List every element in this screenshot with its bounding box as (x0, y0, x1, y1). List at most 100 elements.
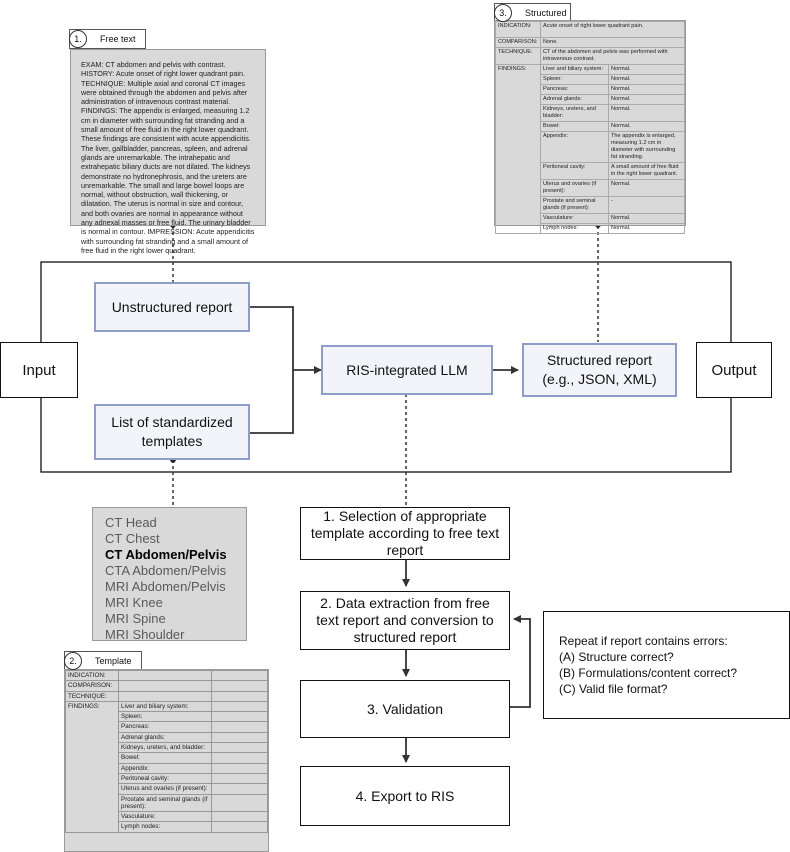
finding-name: Lymph nodes: (540, 223, 609, 234)
step-4-box: 4. Export to RIS (300, 766, 510, 826)
finding-name: Pancreas: (540, 84, 609, 95)
template-list-item-selected: CT Abdomen/Pelvis (105, 547, 227, 562)
template-list-item: MRI Shoulder (105, 627, 185, 642)
structured-label: Structured (525, 8, 567, 18)
templates-list-label-line1: List of standardized (111, 414, 233, 430)
finding-name: Vasculature: (540, 213, 609, 224)
unstructured-report-label: Unstructured report (111, 298, 233, 315)
step-2-box: 2. Data extraction from free text report… (300, 591, 510, 650)
finding-value: Normal. (608, 64, 685, 75)
table-row: Appendix:The appendix is enlarged, measu… (496, 131, 685, 163)
step-1-box: 1. Selection of appropriate template acc… (300, 507, 510, 560)
structured-findings-label: FINDINGS: (495, 64, 541, 234)
structured-report-node: Structured report (e.g., JSON, XML) (522, 343, 677, 397)
step-1-label: 1. Selection of appropriate template acc… (310, 508, 500, 558)
table-row: TECHNIQUE: CT of the abdomen and pelvis … (495, 47, 685, 65)
finding-name: Peritoneal cavity: (540, 162, 609, 180)
template-list-item: CT Head (105, 515, 157, 530)
finding-name: Liver and biliary system: (540, 64, 609, 75)
template-finding: Uterus and ovaries (if present): (118, 783, 212, 795)
finding-value: - (608, 196, 685, 214)
templates-list-node: List of standardized templates (94, 404, 250, 460)
table-row: INDICATION: Acute onset of right lower q… (495, 21, 685, 38)
structured-panel: INDICATION: Acute onset of right lower q… (494, 20, 686, 234)
structured-technique-label: TECHNIQUE: (495, 47, 541, 65)
input-label: Input (22, 361, 56, 379)
template-finding: Peritoneal cavity: (118, 772, 212, 785)
finding-name: Appendix: (540, 131, 609, 163)
template-finding: Spleen: (118, 711, 212, 723)
finding-value: Normal. (608, 213, 685, 224)
template-panel: INDICATION: COMPARISON: TECHNIQUE: FINDI… (64, 669, 269, 852)
structured-report-label-line1: Structured report (546, 352, 653, 368)
template-technique-label: TECHNIQUE: (65, 690, 119, 702)
table-row: COMPARISON: None. (495, 37, 685, 48)
output-node: Output (696, 342, 772, 398)
template-finding: Vasculature: (118, 811, 212, 823)
template-finding: Appendix: (118, 762, 212, 774)
template-indication-label: INDICATION: (65, 669, 119, 682)
finding-value: Normal. (608, 94, 685, 105)
template-list-panel: CT Head CT Chest CT Abdomen/Pelvis CTA A… (92, 507, 247, 642)
template-list-item: CTA Abdomen/Pelvis (105, 563, 227, 578)
template-list-item: MRI Knee (105, 595, 163, 610)
template-list-item: CT Chest (105, 531, 160, 546)
llm-label: RIS-integrated LLM (346, 361, 468, 378)
table-row: FINDINGS:Liver and biliary system: (65, 700, 268, 833)
table-row: TECHNIQUE: (65, 690, 268, 702)
finding-value: Normal. (608, 84, 685, 95)
finding-value: The appendix is enlarged, measuring 1.2 … (608, 131, 685, 163)
finding-value: Normal. (608, 74, 685, 85)
finding-name: Uterus and ovaries (if present): (540, 179, 609, 197)
template-finding: Pancreas: (118, 721, 212, 733)
repeat-validation-box: Repeat if report contains errors: (A) St… (543, 611, 790, 719)
table-row: FINDINGS: Liver and biliary system: Norm… (495, 64, 685, 234)
repeat-item: (C) Valid file format? (559, 682, 668, 696)
table-row: Uterus and ovaries (if present): (66, 783, 268, 795)
structured-technique-value: CT of the abdomen and pelvis was perform… (540, 47, 685, 65)
structured-comparison-value: None. (540, 37, 685, 48)
template-finding: Bowel: (118, 752, 212, 764)
arrow-templates-to-llm (250, 370, 294, 434)
finding-name: Adrenal glands: (540, 94, 609, 105)
template-comparison-label: COMPARISON: (65, 680, 119, 692)
repeat-item: (B) Formulations/content correct? (559, 666, 738, 680)
finding-value: A small amount of free fluid in the righ… (608, 162, 685, 180)
step-2-label: 2. Data extraction from free text report… (316, 595, 494, 645)
table-row: Prostate and seminal glands (if present)… (496, 196, 685, 214)
template-table: INDICATION: COMPARISON: TECHNIQUE: FINDI… (65, 669, 268, 833)
structured-indication-value: Acute onset of right lower quadrant pain… (540, 21, 685, 38)
templates-list-label-line2: templates (141, 433, 203, 449)
template-list-item: MRI Abdomen/Pelvis (105, 579, 226, 594)
table-row: INDICATION: (65, 669, 268, 682)
free-text-number-badge: 1. (69, 30, 87, 48)
step-3-box: 3. Validation (300, 680, 510, 738)
free-text-label: Free text (100, 34, 136, 44)
arrow-unstructured-to-llm (250, 306, 322, 374)
template-label: Template (95, 656, 132, 666)
free-text-panel: EXAM: CT abdomen and pelvis with contras… (70, 49, 266, 255)
structured-report-label-line2: (e.g., JSON, XML) (542, 371, 657, 387)
structured-number-badge: 3. (494, 4, 512, 22)
finding-value: Normal. (608, 179, 685, 197)
finding-value: Normal. (608, 104, 685, 122)
template-list-item: MRI Spine (105, 611, 166, 626)
step-4-label: 4. Export to RIS (355, 787, 455, 804)
repeat-item: (A) Structure correct? (559, 650, 674, 664)
unstructured-report-node: Unstructured report (94, 282, 250, 332)
template-finding: Adrenal glands: (118, 731, 212, 744)
output-label: Output (711, 361, 757, 379)
template-findings-label: FINDINGS: (65, 700, 119, 833)
template-finding: Lymph nodes: (118, 821, 212, 833)
structured-indication-label: INDICATION: (495, 21, 541, 38)
template-finding: Liver and biliary system: (118, 700, 212, 713)
finding-value: Normal. (608, 121, 685, 132)
table-row: Lymph nodes: (66, 821, 268, 833)
finding-name: Prostate and seminal glands (if present)… (540, 196, 609, 214)
template-number-badge: 2. (64, 652, 82, 670)
finding-name: Kidneys, ureters, and bladder: (540, 104, 609, 122)
llm-node: RIS-integrated LLM (321, 345, 493, 395)
free-text-body: EXAM: CT abdomen and pelvis with contras… (81, 60, 255, 255)
structured-comparison-label: COMPARISON: (495, 37, 541, 48)
table-row: Lymph nodes:Normal. (496, 223, 685, 234)
